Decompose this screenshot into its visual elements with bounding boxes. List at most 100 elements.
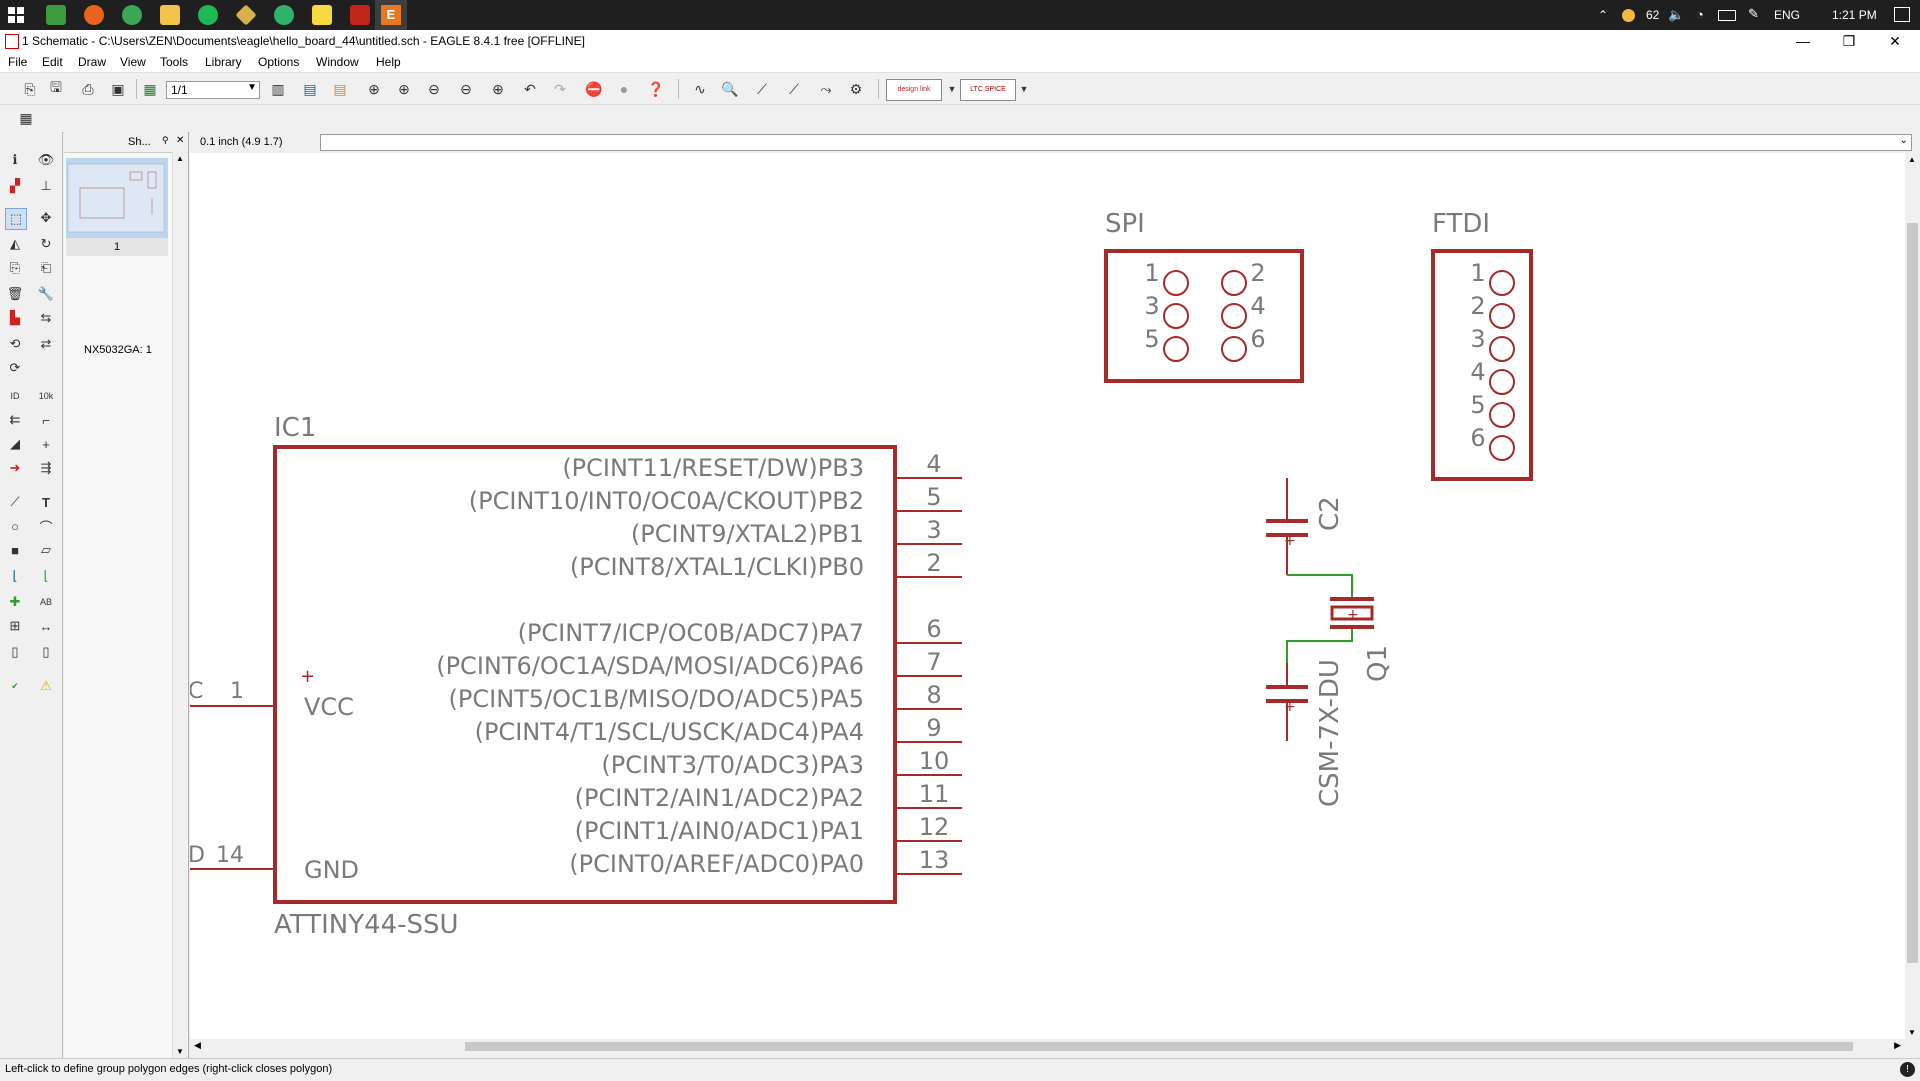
app-green-circle-icon[interactable] [274, 5, 294, 25]
open-icon[interactable]: ⎘ [24, 80, 36, 97]
menu-help[interactable]: Help [376, 55, 401, 69]
app-green-icon[interactable] [46, 5, 66, 25]
attribute-icon[interactable]: ➜ [9, 460, 21, 475]
c2-capacitor-symbol[interactable]: + C2 [1266, 478, 1345, 575]
pen-icon[interactable]: ✎ [1748, 6, 1759, 21]
move-icon[interactable]: ✥ [40, 210, 52, 225]
port-icon[interactable]: ▯ [42, 644, 50, 659]
ulp-icon[interactable]: ▤ [333, 80, 347, 97]
horizontal-scrollbar[interactable]: ◀ ▶ [190, 1039, 1905, 1054]
wrench-icon[interactable]: 🔧 [37, 286, 55, 301]
module-icon[interactable]: ▯ [11, 644, 19, 659]
chevron-down-icon[interactable]: ▼ [1019, 84, 1029, 94]
menu-window[interactable]: Window [316, 55, 359, 69]
chevron-up-icon[interactable]: ⌃ [1598, 8, 1609, 22]
firefox-icon[interactable] [84, 5, 104, 25]
junction-icon[interactable]: ✚ [9, 594, 21, 609]
ltspice-button[interactable]: LTC SPICE [960, 79, 1016, 101]
spotify-icon[interactable] [198, 5, 218, 25]
smash-icon[interactable]: ⇇ [9, 412, 21, 427]
show-eye-icon[interactable]: 👁 [37, 152, 55, 167]
stop-icon[interactable]: ⛔ [585, 80, 603, 97]
gate-swap-icon[interactable]: ⇄ [40, 336, 52, 351]
sheet-thumbnail[interactable] [66, 158, 168, 238]
sheet-number-bar[interactable]: 1 [66, 238, 168, 256]
sticky-notes-icon[interactable] [312, 5, 332, 25]
arc-icon[interactable]: ⌒ [39, 519, 53, 535]
weather-icon[interactable] [1622, 9, 1635, 22]
battery-icon[interactable] [1718, 10, 1736, 21]
menu-edit[interactable]: Edit [42, 55, 63, 69]
vertical-scrollbar[interactable]: ▲ ▼ [1905, 153, 1920, 1039]
settings-gear-icon[interactable]: ⚙ [849, 80, 863, 97]
ripup-icon[interactable]: ⟋ [789, 80, 799, 97]
net-wire-top[interactable] [1287, 574, 1353, 599]
copy-icon[interactable]: ⎘ [9, 260, 21, 275]
split-icon[interactable]: ◢ [10, 436, 20, 451]
start-icon[interactable] [8, 7, 24, 23]
cam-icon[interactable]: ▣ [111, 80, 125, 97]
polygon-icon[interactable]: ▱ [41, 542, 51, 557]
label-icon[interactable]: AB [39, 597, 52, 607]
frame-icon[interactable]: ⊞ [9, 618, 21, 633]
text-icon[interactable]: T [42, 494, 50, 510]
wifi-icon[interactable]: ◔ [1696, 7, 1704, 22]
invoke-icon[interactable]: ⟲ [9, 336, 21, 351]
mirror-icon[interactable]: ◭ [10, 236, 20, 251]
redo-icon[interactable]: ↷ [554, 80, 566, 97]
grid-icon[interactable]: ▦ [19, 109, 33, 126]
show-icon[interactable]: 🔍 [721, 80, 739, 97]
run-script-icon[interactable]: ▤ [303, 80, 317, 97]
board-icon[interactable]: ▥ [271, 80, 285, 97]
line-icon[interactable]: ⟋ [10, 494, 20, 509]
name-icon[interactable]: ID [10, 391, 20, 401]
route-icon[interactable]: ∿ [694, 80, 706, 97]
acrobat-icon[interactable] [350, 5, 370, 25]
go-icon[interactable]: ● [619, 81, 629, 97]
undo-icon[interactable]: ↶ [524, 80, 536, 97]
menu-file[interactable]: File [8, 55, 28, 69]
print-icon[interactable]: ⎙ [82, 80, 94, 97]
sheets-scrollbar[interactable]: ▲ ▼ [172, 152, 187, 1058]
dimension-icon[interactable]: ↔ [39, 618, 53, 634]
add-part-icon[interactable]: ▙ [10, 310, 20, 325]
save-icon[interactable]: 🖫 [50, 79, 62, 95]
delete-icon[interactable]: 🗑 [6, 286, 24, 301]
circle-icon[interactable]: ○ [11, 518, 19, 534]
close-panel-icon[interactable]: ✕ [176, 135, 185, 146]
warning-icon[interactable]: ⚠ [40, 678, 52, 693]
file-explorer-icon[interactable] [160, 5, 180, 25]
mark-icon[interactable]: ⊥ [40, 178, 52, 193]
pin-swap-icon[interactable]: ⟳ [9, 360, 21, 375]
rotate-icon[interactable]: ↻ [40, 236, 52, 251]
wire-icon[interactable]: ⟋ [757, 80, 767, 97]
group-icon[interactable]: ⬚ [5, 208, 27, 230]
zoom-select-icon[interactable]: ⊕ [492, 80, 504, 97]
menu-tools[interactable]: Tools [160, 55, 189, 69]
chevron-down-icon[interactable]: ▼ [947, 84, 957, 94]
notifications-icon[interactable] [1894, 7, 1910, 22]
paste-icon[interactable]: ⎗ [40, 260, 52, 275]
volume-icon[interactable]: 🔈 [1668, 7, 1685, 22]
zoom-in-icon[interactable]: ⊕ [398, 80, 410, 97]
sheet-icon[interactable]: ▦ [143, 80, 157, 97]
vertical-scroll-thumb[interactable] [1907, 223, 1918, 963]
net-icon[interactable]: ⤳ [820, 80, 832, 97]
menu-view[interactable]: View [120, 55, 146, 69]
optimize-icon[interactable]: + [42, 436, 50, 452]
value-icon[interactable]: 10k [38, 391, 54, 401]
command-line-input[interactable]: ⌄ [320, 134, 1912, 151]
minimize-button[interactable]: — [1796, 33, 1810, 49]
sheet-select[interactable]: 1/1 ▼ [166, 81, 260, 99]
zoom-redraw-icon[interactable]: ⊖ [460, 80, 472, 97]
menu-draw[interactable]: Draw [78, 55, 107, 69]
miter-icon[interactable]: ⌐ [42, 412, 50, 428]
capacitor-symbol[interactable]: + [1266, 663, 1308, 741]
slice-icon[interactable]: ⇶ [40, 460, 52, 475]
bus-icon[interactable]: ⌊ [12, 568, 18, 583]
